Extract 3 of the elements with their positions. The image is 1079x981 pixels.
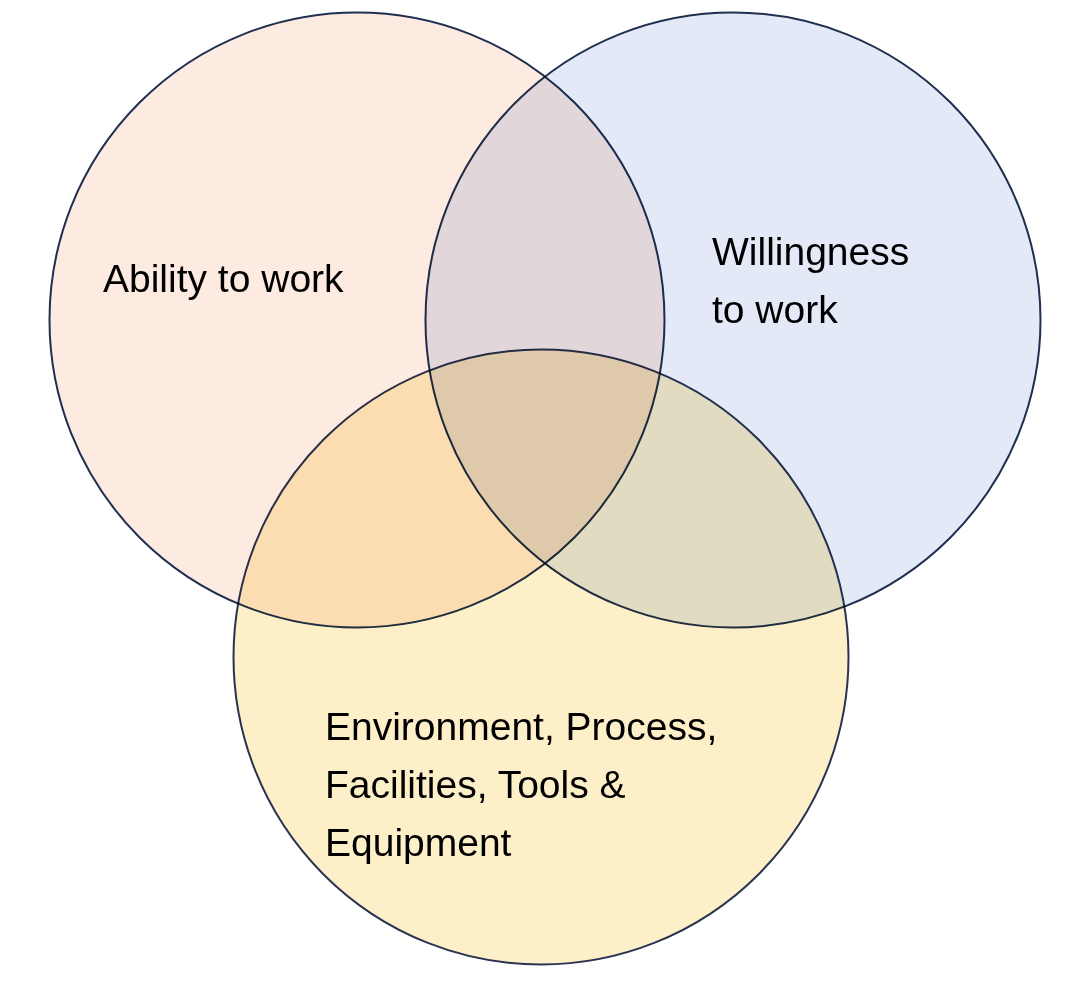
circle-label: Willingness to work [712,229,911,333]
circle-label: Ability to work [103,256,344,302]
circle-label: Environment, Process, Facilities, Tools & Equipment [325,704,719,866]
